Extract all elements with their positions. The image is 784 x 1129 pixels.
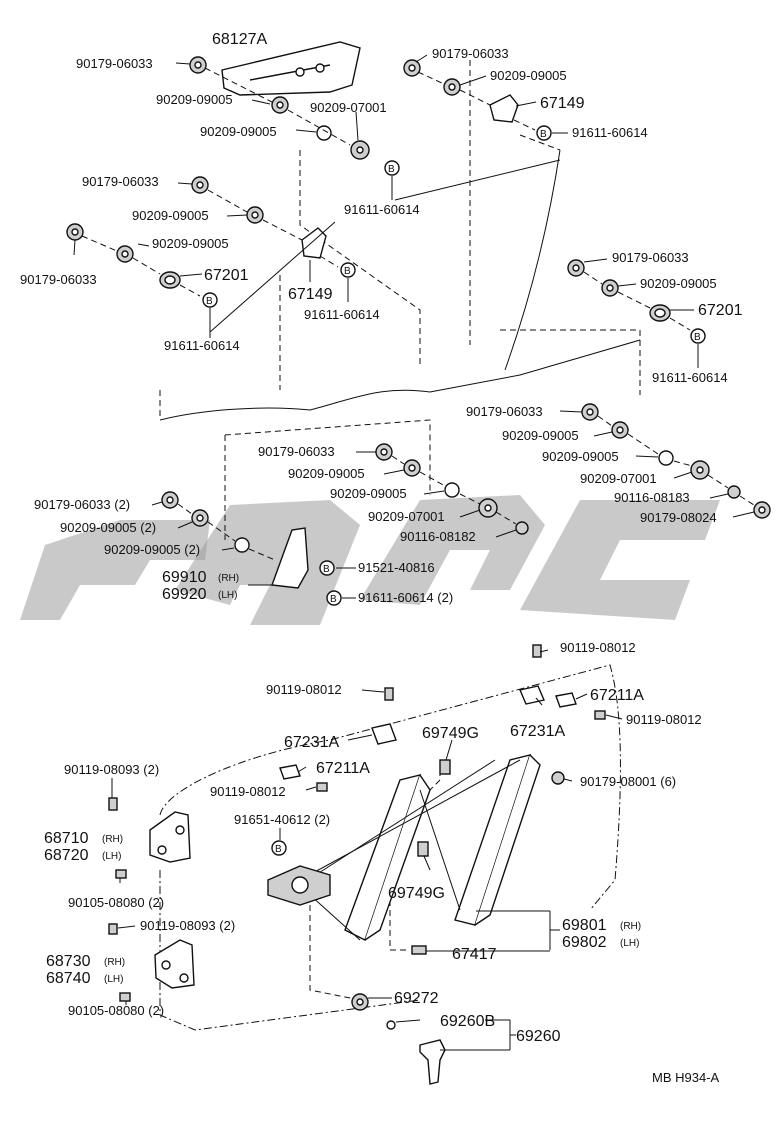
label-68710: 68710 [44, 830, 89, 847]
label-67149: 67149 [540, 95, 585, 112]
label-91611-60614: 91611-60614 [344, 202, 420, 217]
label-rh: (RH) [218, 573, 239, 584]
label-68730: 68730 [46, 953, 91, 970]
label-67417: 67417 [452, 946, 497, 963]
label-90209-09005-2: 90209-09005 (2) [60, 520, 156, 535]
leader-lines-bottom [111, 649, 623, 1051]
bolt-b: B [388, 164, 395, 175]
label-90105-08080-2: 90105-08080 (2) [68, 1003, 164, 1018]
door-glass-outline [159, 60, 641, 540]
bolt-b: B [275, 844, 282, 855]
label-69260: 69260 [516, 1028, 561, 1045]
label-90119-08093-2: 90119-08093 (2) [140, 918, 235, 933]
part-labels: 68127A 90179-06033 90209-09005 90209-090… [20, 31, 743, 1085]
label-90209-09005: 90209-09005 [502, 428, 579, 443]
label-rh: (RH) [620, 921, 641, 932]
leader-lines-top [73, 54, 755, 599]
label-67211a: 67211A [590, 687, 644, 704]
label-90209-07001: 90209-07001 [580, 471, 657, 486]
bolt-b: B [694, 332, 701, 343]
label-90116-08183: 90116-08183 [614, 490, 690, 505]
label-67201: 67201 [698, 302, 743, 319]
label-69802: 69802 [562, 934, 607, 951]
label-lh: (LH) [620, 938, 639, 949]
label-rh: (RH) [102, 834, 123, 845]
label-90119-08012: 90119-08012 [626, 712, 702, 727]
label-69910: 69910 [162, 569, 207, 586]
label-91611-60614-2: 91611-60614 (2) [358, 590, 453, 605]
label-67149: 67149 [288, 286, 333, 303]
watermark-logo [20, 495, 720, 625]
label-90209-09005: 90209-09005 [542, 449, 619, 464]
label-90209-09005: 90209-09005 [200, 124, 277, 139]
label-90209-09005-2: 90209-09005 (2) [104, 542, 200, 557]
label-90179-06033: 90179-06033 [20, 272, 97, 287]
label-90105-08080-2: 90105-08080 (2) [68, 895, 164, 910]
label-68740: 68740 [46, 970, 91, 987]
label-lh: (LH) [218, 590, 237, 601]
label-90209-07001: 90209-07001 [310, 100, 387, 115]
bolt-b: B [344, 266, 351, 277]
label-91611-60614: 91611-60614 [164, 338, 240, 353]
bracket-68127a [221, 41, 361, 96]
label-90119-08012: 90119-08012 [266, 682, 342, 697]
label-91611-60614: 91611-60614 [652, 370, 728, 385]
label-69920: 69920 [162, 586, 207, 603]
label-90179-06033: 90179-06033 [258, 444, 335, 459]
label-90119-08093-2: 90119-08093 (2) [64, 762, 159, 777]
label-90119-08012: 90119-08012 [560, 640, 636, 655]
label-69749g: 69749G [388, 885, 445, 902]
fasteners-top [66, 56, 771, 589]
label-91651-40612-2: 91651-40612 (2) [234, 812, 330, 827]
label-lh: (LH) [104, 974, 123, 985]
bolt-b: B [540, 129, 547, 140]
bolt-b: B [330, 594, 337, 605]
label-90209-09005: 90209-09005 [132, 208, 209, 223]
label-90179-08001-6: 90179-08001 (6) [580, 774, 676, 789]
label-90209-09005: 90209-09005 [640, 276, 717, 291]
label-68127a: 68127A [212, 31, 267, 48]
label-rh: (RH) [104, 957, 125, 968]
label-90179-06033-2: 90179-06033 (2) [34, 497, 130, 512]
label-90209-09005: 90209-09005 [156, 92, 233, 107]
label-69272: 69272 [394, 990, 439, 1007]
label-91521-40816: 91521-40816 [358, 560, 435, 575]
label-69749g: 69749G [422, 725, 479, 742]
bolt-b-symbols: B B B B B B B B [202, 125, 706, 856]
label-90209-09005: 90209-09005 [288, 466, 365, 481]
label-68720: 68720 [44, 847, 89, 864]
label-90209-09005: 90209-09005 [330, 486, 407, 501]
label-90209-09005: 90209-09005 [490, 68, 567, 83]
label-90179-08024: 90179-08024 [640, 510, 717, 525]
diagram-code: MB H934-A [652, 1070, 720, 1085]
label-90116-08182: 90116-08182 [400, 529, 476, 544]
label-91611-60614: 91611-60614 [304, 307, 380, 322]
label-90209-07001: 90209-07001 [368, 509, 445, 524]
label-90179-06033: 90179-06033 [82, 174, 159, 189]
label-67231a: 67231A [284, 734, 339, 751]
label-90179-06033: 90179-06033 [612, 250, 689, 265]
door-hinges [108, 644, 606, 1002]
label-90179-06033: 90179-06033 [76, 56, 153, 71]
label-67231a: 67231A [510, 723, 565, 740]
label-90209-09005: 90209-09005 [152, 236, 229, 251]
label-91611-60614: 91611-60614 [572, 125, 648, 140]
label-67201: 67201 [204, 267, 249, 284]
label-90179-06033: 90179-06033 [432, 46, 509, 61]
label-lh: (LH) [102, 851, 121, 862]
bolt-b: B [323, 564, 330, 575]
label-90119-08012: 90119-08012 [210, 784, 286, 799]
label-90179-06033: 90179-06033 [466, 404, 543, 419]
bolt-b: B [206, 296, 213, 307]
label-69260b: 69260B [440, 1013, 495, 1030]
window-regulator [159, 664, 621, 1085]
label-69801: 69801 [562, 917, 607, 934]
label-67211a: 67211A [316, 760, 370, 777]
